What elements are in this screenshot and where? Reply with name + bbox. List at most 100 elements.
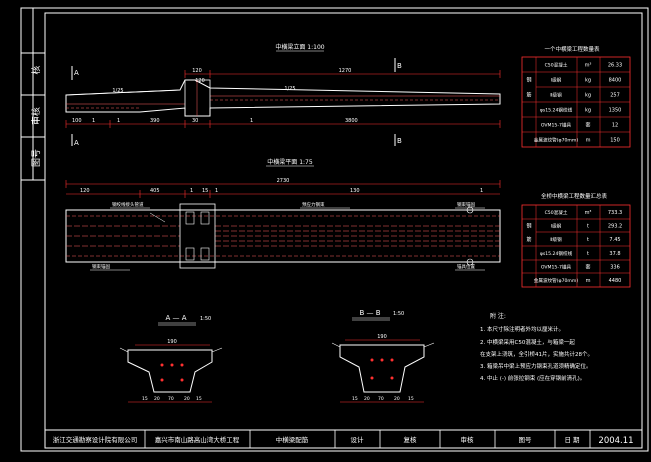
side-label-1: 核	[30, 65, 42, 74]
side-label-3: 图号	[31, 149, 42, 167]
table1-row-0-value: 26.33	[608, 63, 622, 69]
table2-row-4-name: OVM15-7锚具	[541, 264, 572, 271]
plan-dim-3: 1	[190, 188, 193, 194]
section-b-b: B — B 1:50 190 15 20 70 20 15	[331, 309, 435, 403]
table2-row-2-unit: t	[587, 237, 589, 243]
company-name: 浙江交通勘察设计院有限公司	[53, 435, 138, 444]
table1-row-4-value: 12	[612, 123, 618, 129]
table1-row-3-name: φs15.24钢绞线	[540, 107, 573, 114]
elev-dim-bottom-1: 100	[72, 118, 82, 124]
table2-title: 全桥中横梁工程数量汇总表	[541, 192, 608, 200]
section-aa-dim-3: 70	[168, 396, 174, 402]
table1-row-1-unit: kg	[585, 78, 591, 84]
table2-row-0-value: 733.3	[608, 210, 622, 216]
table1-row-1-group: 钢	[526, 77, 531, 84]
date-label: 日 期	[564, 436, 580, 444]
quantity-table-2: 全桥中横梁工程数量汇总表	[521, 192, 631, 288]
table2-row-0-unit: m³	[585, 210, 592, 216]
table2-row-2-group: 筋	[526, 236, 531, 243]
note-3: 在支架上浇筑，全引桥41片，实施共计28个。	[480, 350, 593, 358]
section-bb-dim-width: 190	[377, 334, 387, 340]
table2-row-3-value: 37.8	[609, 251, 620, 257]
section-aa-dim-width: 190	[167, 339, 177, 345]
table2-row-3-unit: t	[587, 251, 589, 257]
elev-dim-bottom-6: 1	[250, 118, 253, 124]
elev-dim-bottom-3: 1	[117, 118, 120, 124]
project-name: 嘉兴市南山路高山湾大桥工程	[155, 435, 240, 444]
table1-row-0-name: C50混凝土	[545, 62, 568, 69]
section-aa-dim-4: 20	[184, 396, 190, 402]
check-label: 审核	[461, 435, 475, 444]
table2-row-3-name: φs15.24钢绞线	[540, 250, 573, 257]
plan-dim-7: 1	[480, 188, 483, 194]
side-label-2: 审核	[30, 107, 42, 125]
note-2: 2. 中横梁采用C50混凝土，与箱梁一起	[480, 338, 575, 346]
elev-dim-bottom-5: 390	[150, 118, 160, 124]
quantity-table-1: 一个中横梁工程数量表	[521, 45, 631, 148]
drawing-name: 中横梁配筋	[276, 435, 309, 444]
table1-row-2-value: 257	[610, 93, 620, 99]
table1-row-1-value: 8400	[609, 78, 622, 84]
section-a-a: A — A 1:50 190 15 20 70 20 15	[119, 314, 223, 403]
elev-slope-right: 1/25	[284, 86, 295, 92]
section-aa-title: A — A	[165, 314, 186, 322]
table2-row-2-value: 7.45	[609, 237, 620, 243]
plan-title: 中横梁平面 1:75	[267, 158, 313, 166]
section-bb-dim-1: 15	[352, 396, 358, 402]
table1-row-5-name: 金属波纹管(φ70mm)	[534, 137, 579, 144]
date-value: 2004.11	[598, 436, 633, 446]
table1-title: 一个中横梁工程数量表	[544, 45, 600, 53]
drawing-frame	[20, 7, 649, 452]
elev-dim-bottom-2: 1	[92, 118, 95, 124]
section-bb-dim-3: 70	[378, 396, 384, 402]
section-bb-dim-4: 20	[394, 396, 400, 402]
table2-row-5-unit: m	[586, 278, 591, 284]
table1-row-2-group: 筋	[526, 92, 531, 99]
section-mark-b-bottom: B	[397, 137, 402, 145]
plan-callout-2: 预应力钢束	[302, 201, 325, 208]
section-mark-a-top: A	[74, 69, 79, 77]
note-5: 4. 中止 (-) 前张拉钢束 (应在穿钢前清孔)。	[480, 374, 585, 382]
elevation-view: 中横梁立面 1:100 A A B B 120 1270 120 1/25 1/…	[65, 43, 501, 147]
notes-block: 附 注: 1. 本尺寸除注明者外均以厘米计。 2. 中横梁采用C50混凝土，与箱…	[480, 312, 593, 382]
table1-row-4-name: OVM15-7锚具	[541, 122, 572, 129]
section-bb-dim-2: 20	[364, 396, 370, 402]
table1-row-5-unit: m	[586, 138, 591, 144]
review-label: 复核	[404, 435, 418, 444]
title-block: 浙江交通勘察设计院有限公司 嘉兴市南山路高山湾大桥工程 中横梁配筋 设计 复核 …	[45, 429, 642, 448]
section-mark-b-top: B	[397, 62, 402, 70]
section-aa-dim-2: 20	[154, 396, 160, 402]
plan-view: 中横梁平面 1:75 2730 120 405 1 15 1 130 1	[65, 158, 501, 271]
section-aa-dim-1: 15	[142, 396, 148, 402]
plan-callout-4: 钢束锚固	[92, 263, 110, 270]
table1-row-2-unit: kg	[585, 93, 591, 99]
sheet-label: 图号	[519, 436, 533, 444]
table2-row-1-unit: t	[587, 224, 589, 230]
notes-heading: 附 注:	[490, 312, 506, 320]
note-4: 3. 箱梁吊中梁上预应力钢束孔道须精确定位。	[480, 362, 592, 370]
plan-overall-dim: 2730	[277, 178, 290, 184]
elev-dim-top-1: 120	[192, 68, 202, 74]
elev-dim-top-3: 120	[195, 78, 205, 84]
table2-row-1-group: 钢	[526, 223, 531, 230]
plan-callout-5: 锚具位置	[457, 263, 475, 270]
inner-frame	[44, 12, 643, 449]
section-mark-a-bottom: A	[74, 139, 79, 147]
plan-dim-4: 15	[202, 188, 208, 194]
table2-row-1-name: Ⅰ级钢	[551, 223, 562, 230]
plan-dim-2: 405	[150, 188, 160, 194]
table2-row-5-name: 金属波纹管(φ70mm)	[534, 277, 579, 284]
table1-row-5-value: 150	[610, 138, 620, 144]
table1-row-3-value: 1350	[609, 108, 622, 114]
section-bb-dim-5: 15	[408, 396, 414, 402]
design-label: 设计	[351, 435, 365, 444]
table1-row-4-unit: 套	[585, 122, 590, 129]
table2-row-5-value: 4480	[609, 278, 622, 284]
note-1: 1. 本尺寸除注明者外均以厘米计。	[480, 325, 564, 333]
table2-row-4-value: 336	[610, 265, 620, 271]
table1-row-2-name: Ⅱ级钢	[550, 92, 562, 99]
plan-callout-3: 钢束锚固	[457, 201, 475, 208]
section-aa-dim-5: 15	[196, 396, 202, 402]
elev-dim-bottom-4: 30	[192, 118, 198, 124]
table2-row-2-name: Ⅱ级钢	[550, 236, 562, 243]
